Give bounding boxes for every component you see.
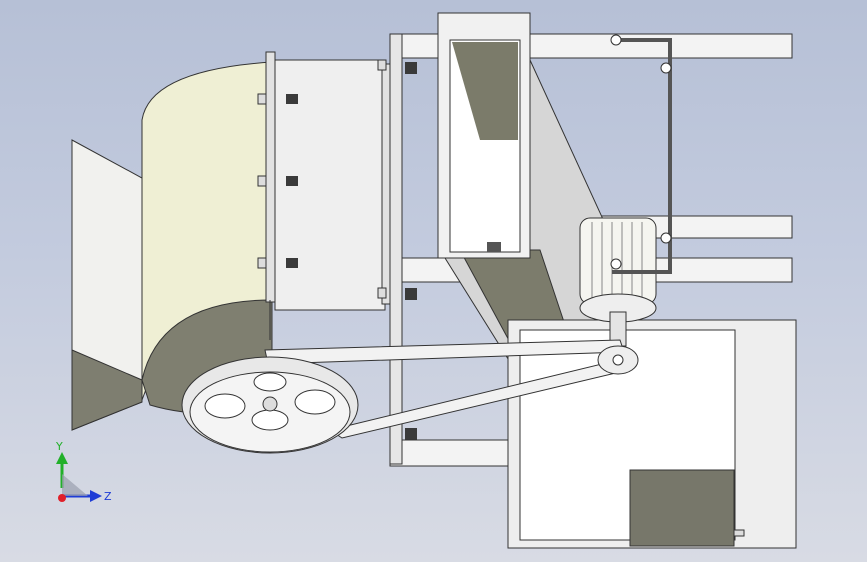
base-pin	[733, 529, 745, 537]
pulley-hole-3	[251, 409, 289, 431]
flange-bolts	[257, 59, 417, 440]
pulley-hole-4	[253, 372, 287, 392]
axis-triad: Y Z	[55, 440, 112, 503]
x-axis-wedge-icon	[62, 474, 88, 496]
flange-left[interactable]	[265, 51, 276, 303]
pulley-hub	[262, 396, 278, 412]
y-axis-label: Y	[55, 440, 63, 453]
z-axis-label: Z	[104, 490, 112, 503]
motor-pulley-hub	[612, 354, 624, 366]
y-axis-arrow-icon	[56, 452, 68, 464]
motor-bracket[interactable]	[612, 38, 672, 274]
pulley-hole-2	[294, 389, 336, 415]
hopper-key	[487, 242, 501, 252]
base-block[interactable]	[629, 469, 735, 547]
bracket-screws	[610, 34, 672, 270]
outlet-hood-shadow	[71, 349, 143, 431]
flange-right[interactable]	[381, 63, 391, 305]
frame-post-left[interactable]	[389, 33, 403, 465]
z-axis-arrow-icon	[90, 490, 102, 502]
x-axis-origin-icon	[58, 494, 66, 502]
pulley-hole-1	[204, 393, 246, 419]
hopper-inner-shadow	[452, 42, 518, 140]
